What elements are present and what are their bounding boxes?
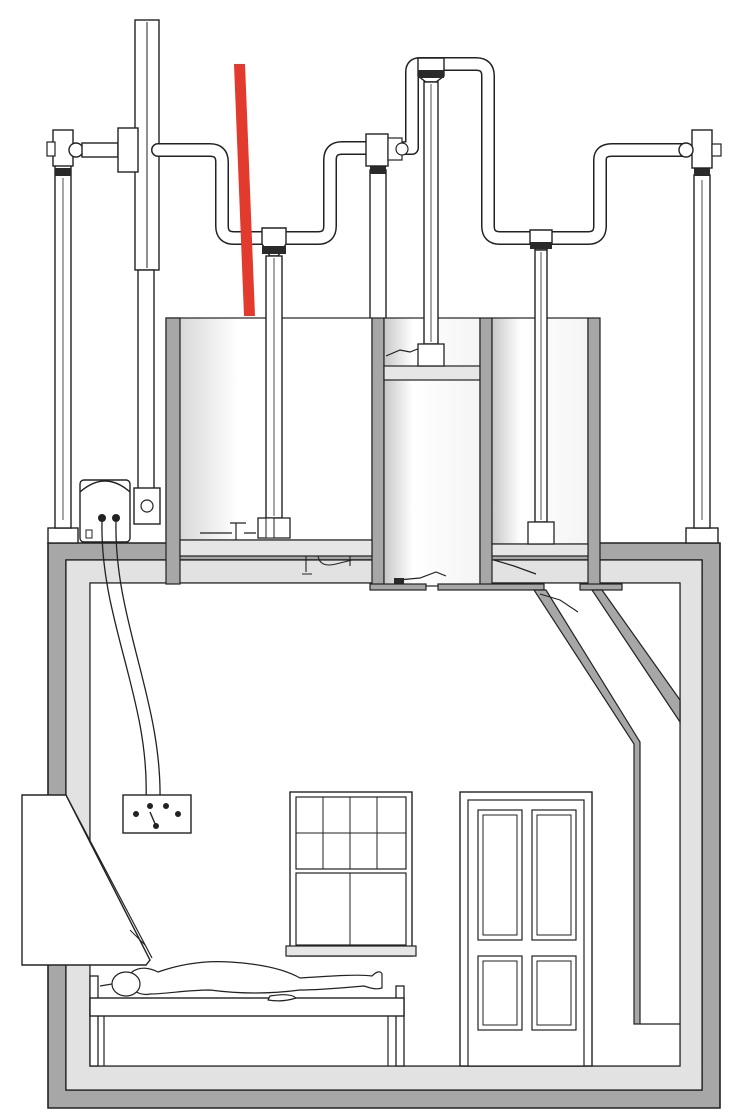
left-tank-wall-left [165,317,181,585]
left-support-column [46,129,119,544]
ceiling-plates [369,583,681,1025]
right-support-column [678,129,722,544]
control-panel [122,794,192,834]
rod-left-tank [257,227,291,539]
motor-box [79,479,131,543]
window [285,791,417,957]
control-cable [101,521,161,801]
center-chamber-shelf [383,365,481,381]
diagonal-chute-right [590,589,681,724]
rod-center-chamber [417,57,445,367]
bed [89,975,405,1067]
left-tank-floor [179,539,373,557]
figure-body [129,961,383,996]
door [459,791,593,1067]
left-tank-wall-right [371,317,385,589]
overhead-pipe-network [151,57,691,245]
tall-vertical-rail [117,19,161,525]
red-highlight-bar [234,64,255,316]
pipe-right-loop [545,143,691,245]
center-chamber-wall-right [479,317,493,589]
middle-support-column [365,133,409,321]
reclining-figure [99,961,383,1002]
figure-head [111,971,141,997]
rod-right-chamber [527,229,555,545]
right-chamber-wall [587,317,601,589]
wall-hood [21,794,153,966]
